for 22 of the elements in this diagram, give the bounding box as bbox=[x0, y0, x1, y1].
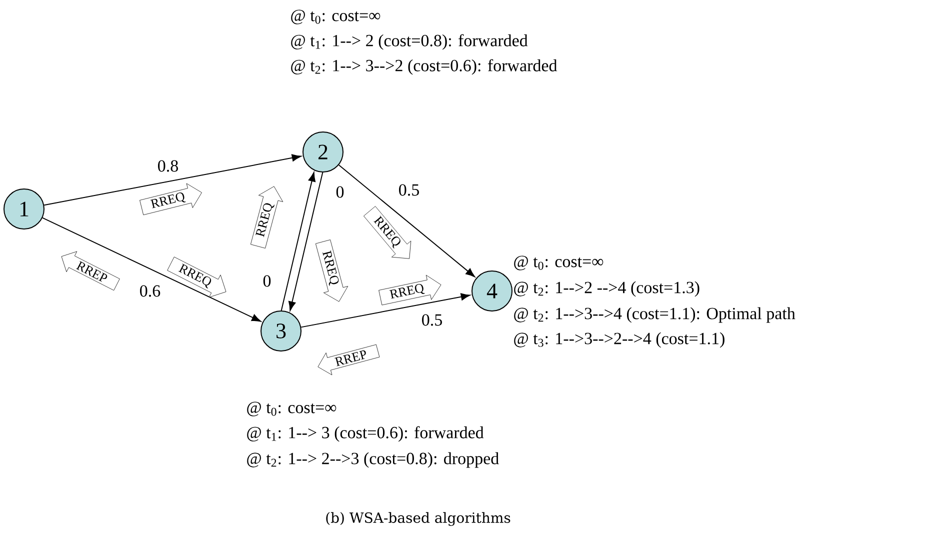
annotation-text: @ t$_{2}$: 1--> 2-->3 (cost=0.8): dropped bbox=[247, 452, 499, 468]
arrow bbox=[300, 293, 470, 328]
annotation-text: @ t$_{1}$: 1--> 3 (cost=0.6): forwarded bbox=[247, 426, 484, 442]
annotation-text: @ t$_{3}$: 1-->3-->2-->4 (cost=1.1) bbox=[514, 332, 724, 348]
arrow bbox=[44, 154, 302, 206]
edge-label: 0.5 bbox=[422, 314, 442, 326]
edge-label: 0.6 bbox=[140, 285, 160, 297]
annotation-text: @ t$_{2}$: 1-->2 -->4 (cost=1.3) bbox=[514, 281, 700, 297]
annotation-text: @ t$_{2}$: 1-->3-->4 (cost=1.1): Optimal path bbox=[514, 307, 796, 323]
edge-label: 0.5 bbox=[399, 184, 419, 196]
edge-label: 0 bbox=[336, 186, 344, 198]
arrow bbox=[288, 172, 324, 311]
edge-label: 0.8 bbox=[158, 160, 178, 172]
annotation-text: @ t$_{0}$: cost=∞ bbox=[291, 10, 380, 24]
arrow bbox=[42, 217, 262, 322]
arrow bbox=[338, 164, 476, 278]
edge-label: 0 bbox=[263, 275, 271, 287]
caption: (b) WSA-based algorithms bbox=[326, 512, 510, 526]
annotation-text: @ t$_{0}$: cost=∞ bbox=[514, 256, 604, 270]
annotation-text: @ t$_{1}$: 1--> 2 (cost=0.8): forwarded bbox=[291, 34, 528, 50]
annotation-text: @ t$_{0}$: cost=∞ bbox=[247, 402, 336, 416]
arrow bbox=[280, 172, 316, 311]
